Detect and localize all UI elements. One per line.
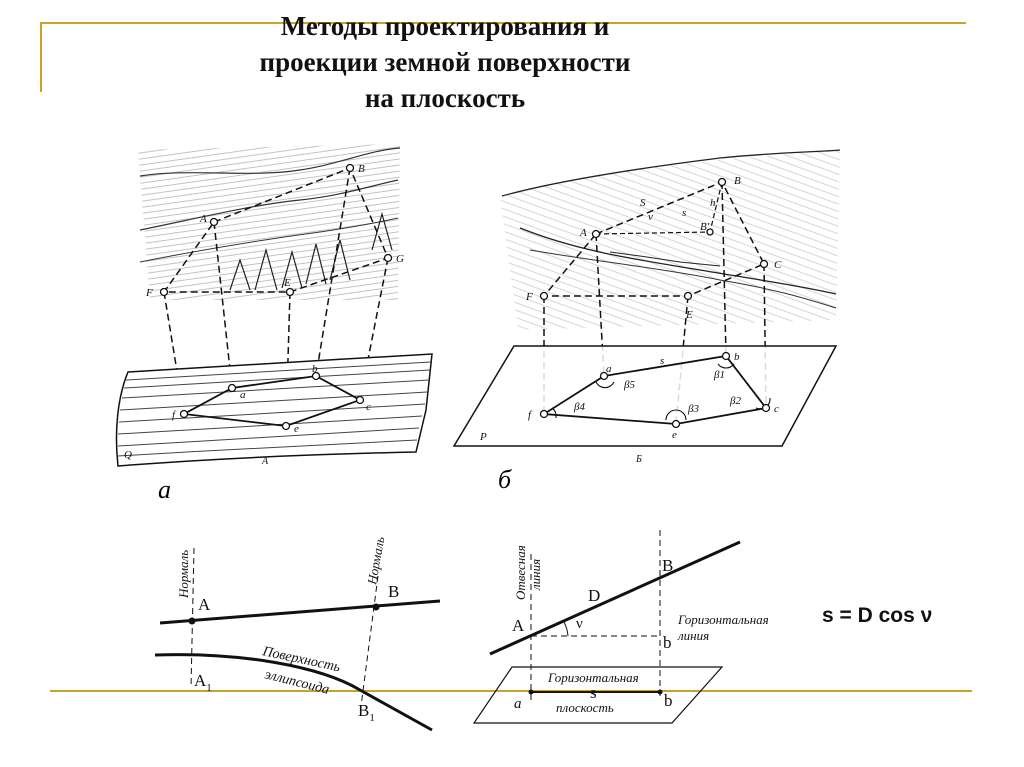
angle-nu-arc <box>563 621 569 637</box>
figure-a-upper-polygon <box>162 167 390 293</box>
label-B-right: B <box>662 556 673 575</box>
label-b-lower: b <box>664 691 673 710</box>
label-A-right: A <box>512 616 525 635</box>
horizontal-line-label-2: линия <box>677 628 709 643</box>
diagram-horizontal-projection: Отвесная линия A B D ν b Горизонтальная … <box>472 530 769 724</box>
fig-a-caption: а <box>158 475 171 504</box>
fig-b-beta3: β3 <box>687 403 699 415</box>
fig-b-label-E: E <box>685 309 693 321</box>
fig-b-label-B: B <box>734 175 741 187</box>
fig-b-label-A: A <box>579 227 587 239</box>
figure-b-plane-p <box>452 345 838 447</box>
diagram-normals: Нормаль Нормаль A B A1 B1 Поверхность эл… <box>154 535 441 732</box>
fig-b-slope-h: h <box>710 197 716 209</box>
plumb-label-1: Отвесная <box>513 545 528 600</box>
fig-b-label-b: b <box>734 351 740 363</box>
fig-b-side-s: s <box>660 355 664 367</box>
label-nu: ν <box>576 616 583 632</box>
fig-b-slope-nu: ν <box>648 211 653 223</box>
figure-b-upper-polygon <box>542 181 766 297</box>
fig-b-beta1: β1 <box>713 369 725 381</box>
fig-b-beta5: β5 <box>623 379 635 391</box>
ellipsoid-surface <box>154 653 433 732</box>
fig-b-label-F: F <box>525 291 533 303</box>
frame-bottom-line <box>50 690 972 692</box>
fig-a-label-A: A <box>199 213 207 225</box>
fig-b-label-C: C <box>774 259 782 271</box>
plumb-label-2: линия <box>528 559 543 591</box>
fig-a-label-E: E <box>283 277 291 289</box>
label-B: B <box>388 582 399 601</box>
fig-b-label-f: f <box>528 409 533 421</box>
figure-b-landscape <box>500 149 841 330</box>
fig-b-slope-s: s <box>682 207 686 219</box>
fig-a-label-b: b <box>312 363 318 375</box>
fig-a-surface-q: Q <box>124 449 132 461</box>
normal-label-2: Нормаль <box>364 535 387 586</box>
plane-label-2: плоскость <box>556 700 614 715</box>
fig-b-beta4: β4 <box>573 401 585 413</box>
label-a-lower: a <box>514 696 522 712</box>
fig-b-plate-label: Б <box>635 454 642 465</box>
fig-a-label-e: e <box>294 423 299 435</box>
distance-formula: s = D cos ν <box>822 604 933 627</box>
fig-b-slope-S: S <box>640 197 646 209</box>
title-line-1: Методы проектирования и <box>280 11 610 41</box>
label-B1: B1 <box>358 701 375 724</box>
horizontal-plane <box>472 666 724 724</box>
title-line-2: проекции земной поверхности <box>259 47 631 77</box>
fig-a-label-G: G <box>396 253 404 265</box>
line-D <box>489 540 741 656</box>
figure-a-lower-polygon <box>181 375 363 427</box>
fig-b-label-e: e <box>672 429 677 441</box>
figure-a-surface-q <box>115 353 433 467</box>
label-D: D <box>588 586 600 605</box>
fig-b-label-a: a <box>606 363 612 375</box>
plane-label-1: Горизонтальная <box>547 670 639 685</box>
point-A-marker <box>188 617 196 625</box>
fig-a-label-F: F <box>145 287 153 299</box>
fig-a-plate-label: А <box>261 456 269 467</box>
fig-b-beta2: β2 <box>729 395 741 407</box>
line-ab <box>159 599 441 625</box>
figure-b-lower-polygon <box>541 355 768 425</box>
label-A: A <box>198 595 211 614</box>
fig-b-slope-Bprime: B' <box>700 221 710 233</box>
frame-top-line <box>40 22 966 24</box>
label-A1: A1 <box>194 671 212 694</box>
point-B-marker <box>372 603 380 611</box>
fig-a-label-c: c <box>366 401 371 413</box>
point-a-lower-marker <box>528 689 534 695</box>
fig-b-caption: б <box>498 465 512 494</box>
figure-a: A B G E F a b c e f Q А а <box>115 144 433 504</box>
frame-left-line <box>40 22 42 92</box>
fig-a-label-B: B <box>358 163 365 175</box>
horizontal-line-label-1: Горизонтальная <box>677 612 769 627</box>
title-line-3: на плоскость <box>364 83 526 113</box>
fig-b-label-c: c <box>774 403 779 415</box>
slide-title: Методы проектирования и проекции земной … <box>180 8 710 116</box>
fig-a-label-f: f <box>172 409 177 421</box>
normal-label-1: Нормаль <box>176 550 191 599</box>
point-b-lower-marker <box>657 689 663 695</box>
label-b-upper: b <box>663 633 672 652</box>
fig-b-plane-p: P <box>479 431 487 443</box>
figure-b: A B C E F S ν s h B' a b c e f s β5 β1 β… <box>452 149 841 494</box>
fig-a-label-a: a <box>240 389 246 401</box>
label-s: s <box>590 683 597 702</box>
